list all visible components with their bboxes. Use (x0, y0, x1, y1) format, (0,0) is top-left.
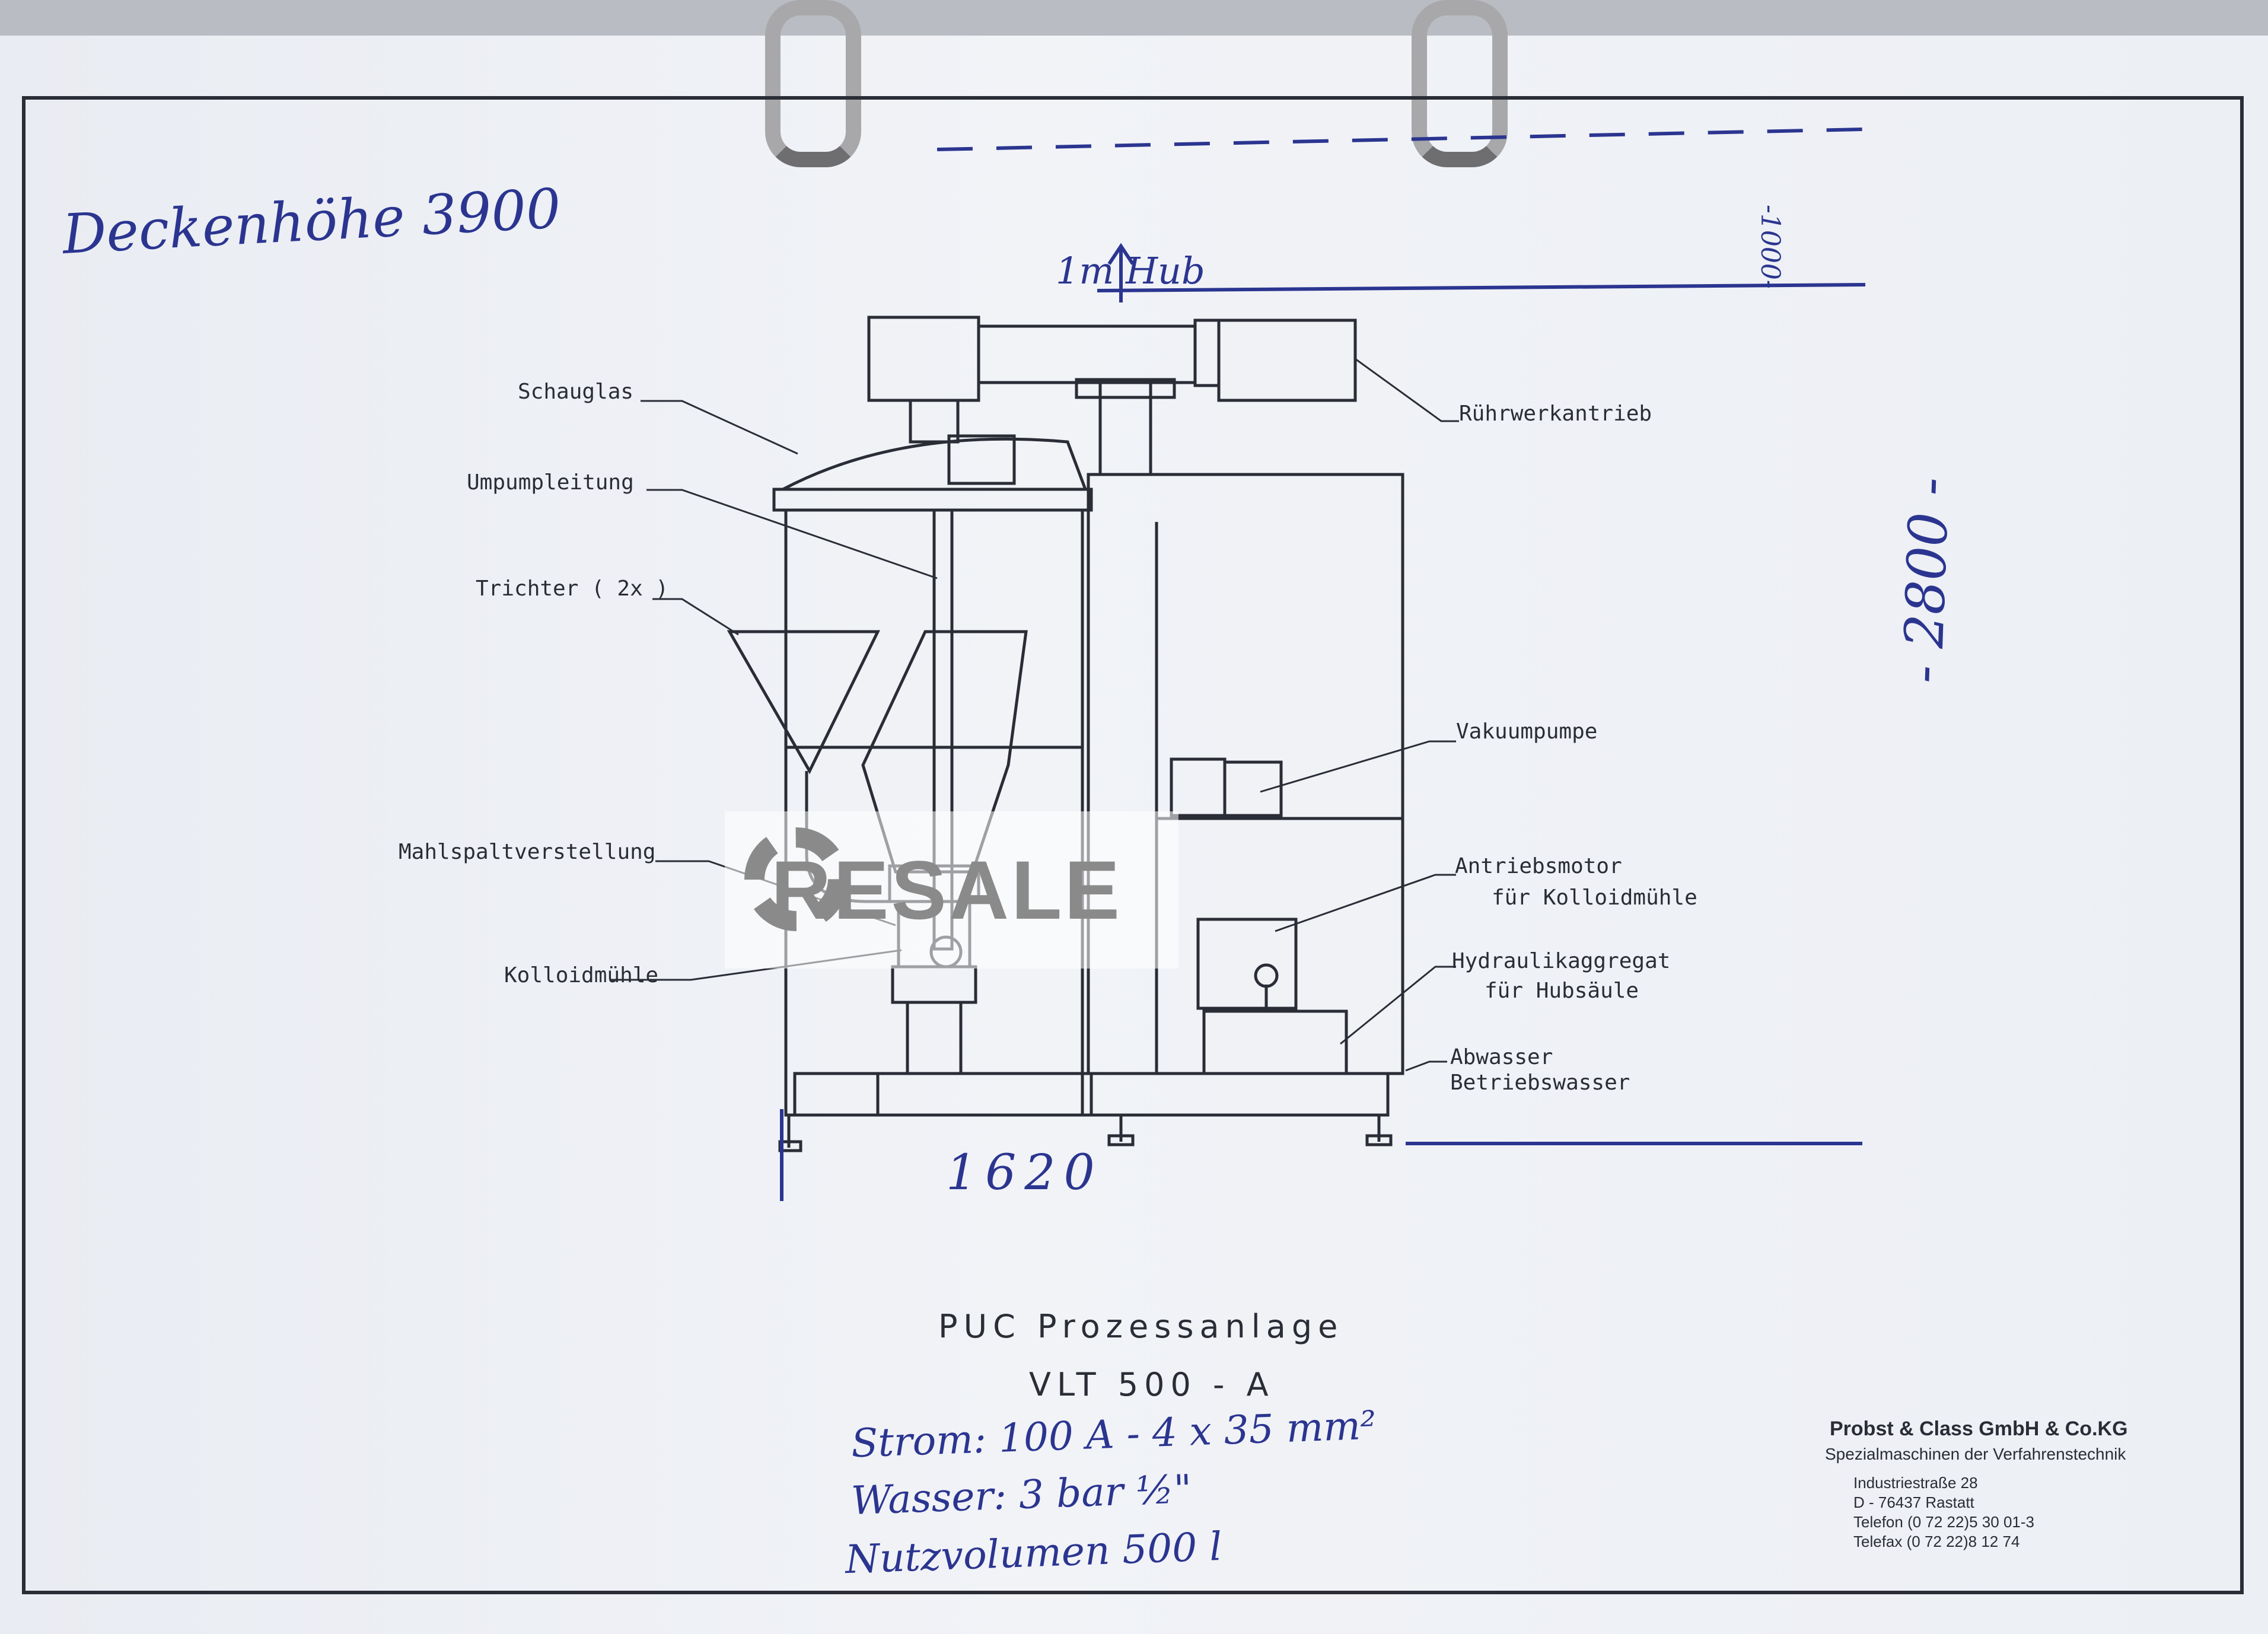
company-name: Probst & Class GmbH & Co.KG (1830, 1418, 2128, 1440)
label-fuer-hubsaeule: für Hubsäule (1485, 979, 1639, 1003)
drive-motor (1217, 318, 1357, 402)
note-hub: 1m Hub (1056, 249, 1205, 292)
drawing-title: PUC Prozessanlage (938, 1308, 1344, 1345)
label-hydraulikaggregat: Hydraulikaggregat (1452, 949, 1671, 973)
hydraulic-unit (1202, 1009, 1348, 1075)
label-betriebswasser: Betriebswasser (1450, 1071, 1630, 1095)
company-city: D - 76437 Rastatt (1853, 1493, 1974, 1511)
label-fuer-kolloidmuehle: für Kolloidmühle (1492, 886, 1697, 910)
company-street: Industriestraße 28 (1853, 1474, 1978, 1492)
top-dimension-line (1097, 283, 1866, 292)
drawing-model: VLT 500 - A (1029, 1366, 1275, 1403)
hopper-left (727, 630, 881, 775)
drive-gearbox (867, 316, 980, 402)
label-kolloidmuehle: Kolloidmühle (504, 963, 659, 988)
label-abwasser: Abwasser (1450, 1045, 1553, 1069)
watermark-logo: RESALE (771, 843, 1122, 937)
company-tagline: Spezialmaschinen der Verfahrenstechnik (1825, 1445, 2126, 1463)
label-umpumpleitung: Umpumpleitung (467, 470, 634, 495)
company-fax: Telefax (0 72 22)8 12 74 (1853, 1533, 2020, 1550)
note-hoehe-oben: -1000- (1755, 205, 1785, 289)
mill-drive-motor (1196, 918, 1298, 1010)
tank-lid (782, 437, 1088, 491)
label-trichter: Trichter ( 2x ) (476, 576, 669, 601)
drive-shaft-housing (977, 324, 1197, 384)
label-mahlspaltverstellung: Mahlspaltverstellung (399, 840, 656, 864)
label-schauglas: Schauglas (518, 380, 634, 404)
ceiling-dashed-line (936, 128, 1863, 151)
label-ruehrwerkantrieb: Rührwerkantrieb (1459, 402, 1652, 426)
label-antriebsmotor: Antriebsmotor (1455, 854, 1622, 878)
label-vakuumpumpe: Vakuumpumpe (1456, 719, 1598, 744)
company-phone: Telefon (0 72 22)5 30 01-3 (1853, 1513, 2034, 1531)
vacuum-pump (1170, 757, 1227, 817)
lift-column-frame (1087, 473, 1404, 1075)
note-breite: 1620 (946, 1145, 1103, 1201)
